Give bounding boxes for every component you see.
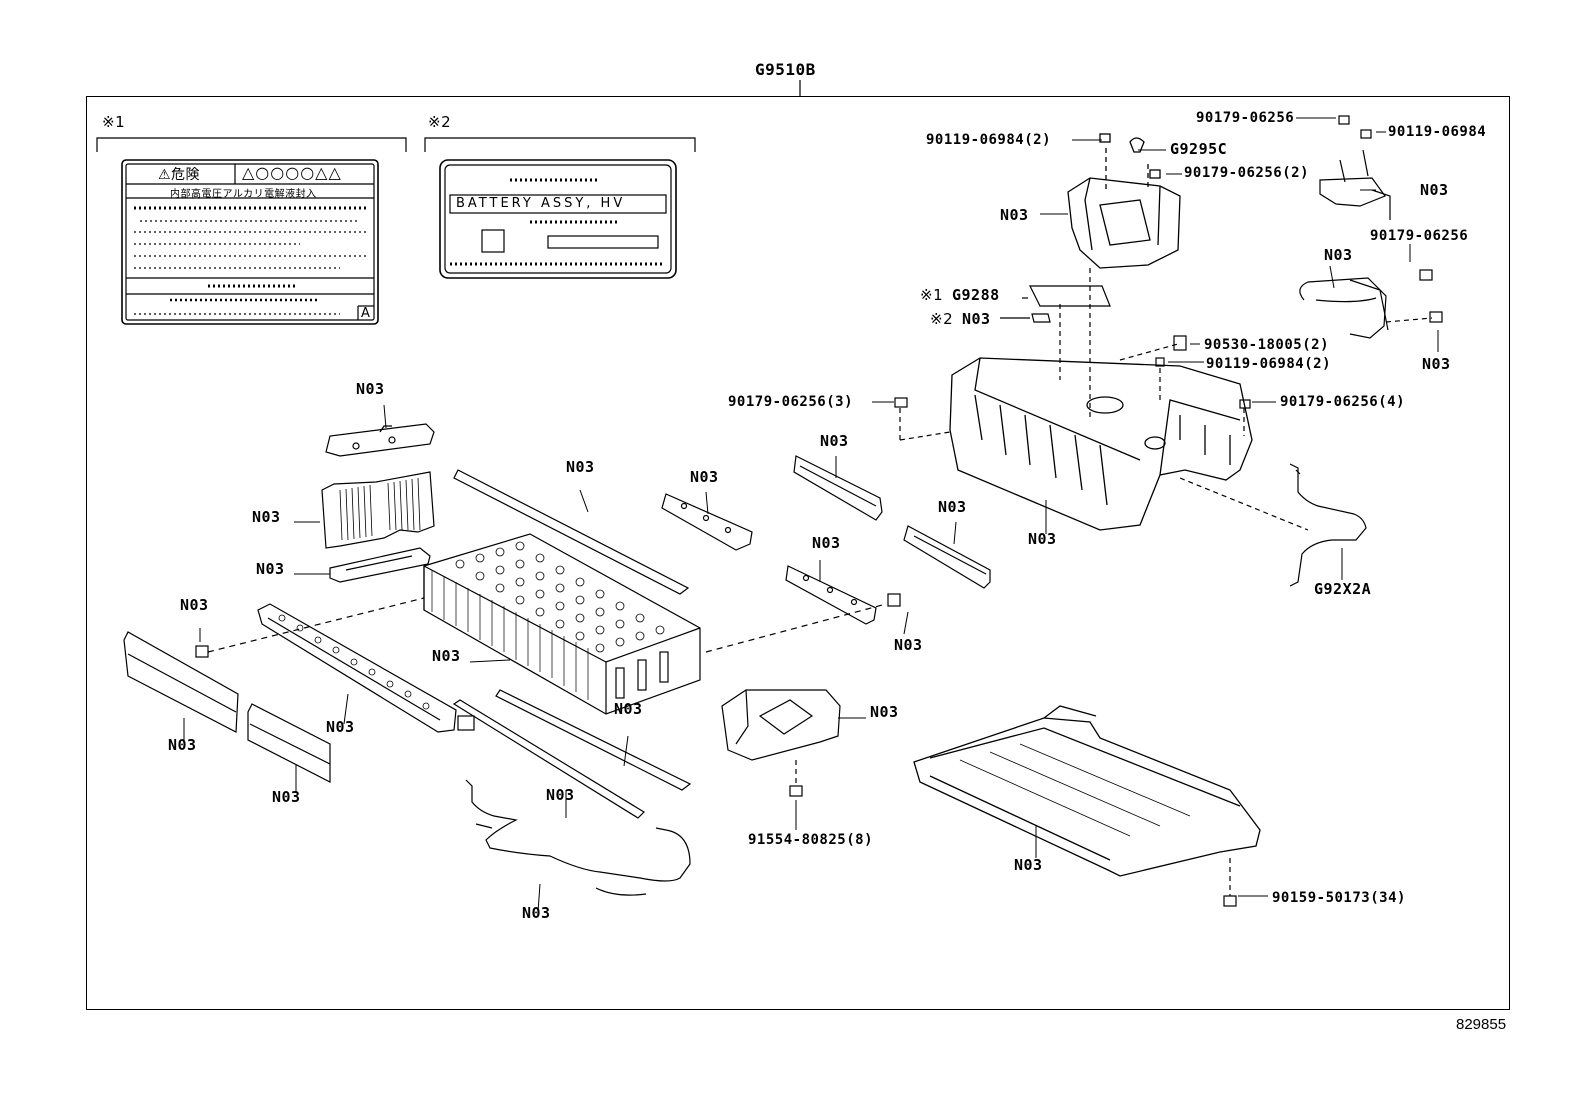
callout-n03-top-right: N03 xyxy=(1420,181,1449,199)
callout-n03-bracket-2: N03 xyxy=(820,432,849,450)
label1-text: 内部高電圧アルカリ電解液封入 xyxy=(170,189,317,200)
callout-n03-lower-tray: N03 xyxy=(1014,856,1043,874)
note1-mark: ※1 xyxy=(102,113,126,131)
callout-n03-bus-bar-module: N03 xyxy=(326,718,355,736)
small-label-n03 xyxy=(1031,313,1051,323)
diagram-frame xyxy=(86,96,1510,1010)
battery-module-stack xyxy=(423,533,701,715)
callout-n03-side-cover-2: N03 xyxy=(272,788,301,806)
side-cover-left-2 xyxy=(247,703,331,783)
top-right-bracket xyxy=(1319,115,1391,220)
callout-n03-side-cover: N03 xyxy=(168,736,197,754)
callout-note2-mark: ※2 xyxy=(930,310,954,328)
callout-n03-rod-1: N03 xyxy=(566,458,595,476)
plate-g9288 xyxy=(1029,285,1111,307)
side-cover-left xyxy=(123,631,239,733)
long-rod-1 xyxy=(453,469,690,595)
callout-nut-90179-2: 90179-06256(2) xyxy=(1184,165,1310,181)
callout-n03-bracket-4: N03 xyxy=(938,498,967,516)
assembly-code: G9510B xyxy=(755,60,816,79)
callout-nut-90179-4: 90179-06256(4) xyxy=(1280,394,1406,410)
callout-n03-nut-mid: N03 xyxy=(894,636,923,654)
battery-label-2 xyxy=(439,159,677,279)
callout-bolt-90119-2: 90119-06984(2) xyxy=(926,132,1052,148)
callout-n03-cell-holder: N03 xyxy=(252,508,281,526)
label2-text: BATTERY ASSY, HV xyxy=(456,196,626,211)
note2-mark: ※2 xyxy=(428,113,452,131)
callout-nut-90179-a: 90179-06256 xyxy=(1196,110,1295,126)
callout-nut-90179-c: 90179-06256 xyxy=(1370,228,1469,244)
callout-nut-90179-3: 90179-06256(3) xyxy=(728,394,854,410)
warning-symbols: △○○○○△△ xyxy=(242,163,342,182)
lower-mount-bracket xyxy=(721,689,841,797)
bus-bar-bracket-4 xyxy=(903,525,991,589)
small-frame-plate xyxy=(329,547,431,583)
callout-g92x2a: G92X2A xyxy=(1314,580,1372,598)
wire-harness-lower xyxy=(465,779,691,896)
callout-note1-mark: ※1 xyxy=(920,286,944,304)
top-cover-bracket xyxy=(1067,133,1181,269)
callout-n03-rod-2: N03 xyxy=(546,786,575,804)
callout-n03-right-nut: N03 xyxy=(1422,355,1451,373)
callout-n03-label: N03 xyxy=(962,310,991,328)
callout-bolt-90159: 90159-50173(34) xyxy=(1272,890,1406,906)
callout-n03-bracket-3: N03 xyxy=(812,534,841,552)
callout-bolt-90119-b: 90119-06984 xyxy=(1388,124,1487,140)
end-plate-top xyxy=(325,423,435,457)
right-side-bracket xyxy=(1299,269,1443,339)
danger-heading: ⚠危険 xyxy=(158,167,201,183)
callout-n03-rod-3: N03 xyxy=(614,700,643,718)
callout-n03-nut-left: N03 xyxy=(180,596,209,614)
callout-clip-90530: 90530-18005(2) xyxy=(1204,337,1330,353)
callout-n03-right-bracket: N03 xyxy=(1324,246,1353,264)
bus-bar-bracket-2 xyxy=(793,455,883,521)
callout-n03-lower-bracket: N03 xyxy=(870,703,899,721)
callout-n03-bracket-1: N03 xyxy=(690,468,719,486)
bus-bar-bracket-1 xyxy=(661,493,753,551)
callout-bolt-91554: 91554-80825(8) xyxy=(748,832,874,848)
callout-n03-wire-harness: N03 xyxy=(522,904,551,922)
label1-mark: A xyxy=(361,306,371,321)
callout-g9288: G9288 xyxy=(952,286,1000,304)
bus-bar-module-left xyxy=(257,603,475,733)
callout-n03-end-plate: N03 xyxy=(356,380,385,398)
long-rod-2 xyxy=(452,699,645,819)
cell-holder-bracket xyxy=(321,471,435,549)
callout-n03-battery-stack: N03 xyxy=(432,647,461,665)
wire-harness-right xyxy=(1179,463,1367,587)
warning-label-1 xyxy=(121,159,379,325)
bus-bar-bracket-3 xyxy=(785,565,877,625)
callout-n03-top-cover: N03 xyxy=(1000,206,1029,224)
upper-frame xyxy=(949,357,1253,531)
callout-g9295c: G9295C xyxy=(1170,140,1228,158)
callout-n03-upper-frame: N03 xyxy=(1028,530,1057,548)
long-rod-3 xyxy=(495,689,692,791)
callout-bolt-90119-c: 90119-06984(2) xyxy=(1206,356,1332,372)
callout-n03-frame-plate: N03 xyxy=(256,560,285,578)
sheet-number: 829855 xyxy=(1456,1016,1507,1033)
lower-tray xyxy=(913,705,1261,877)
